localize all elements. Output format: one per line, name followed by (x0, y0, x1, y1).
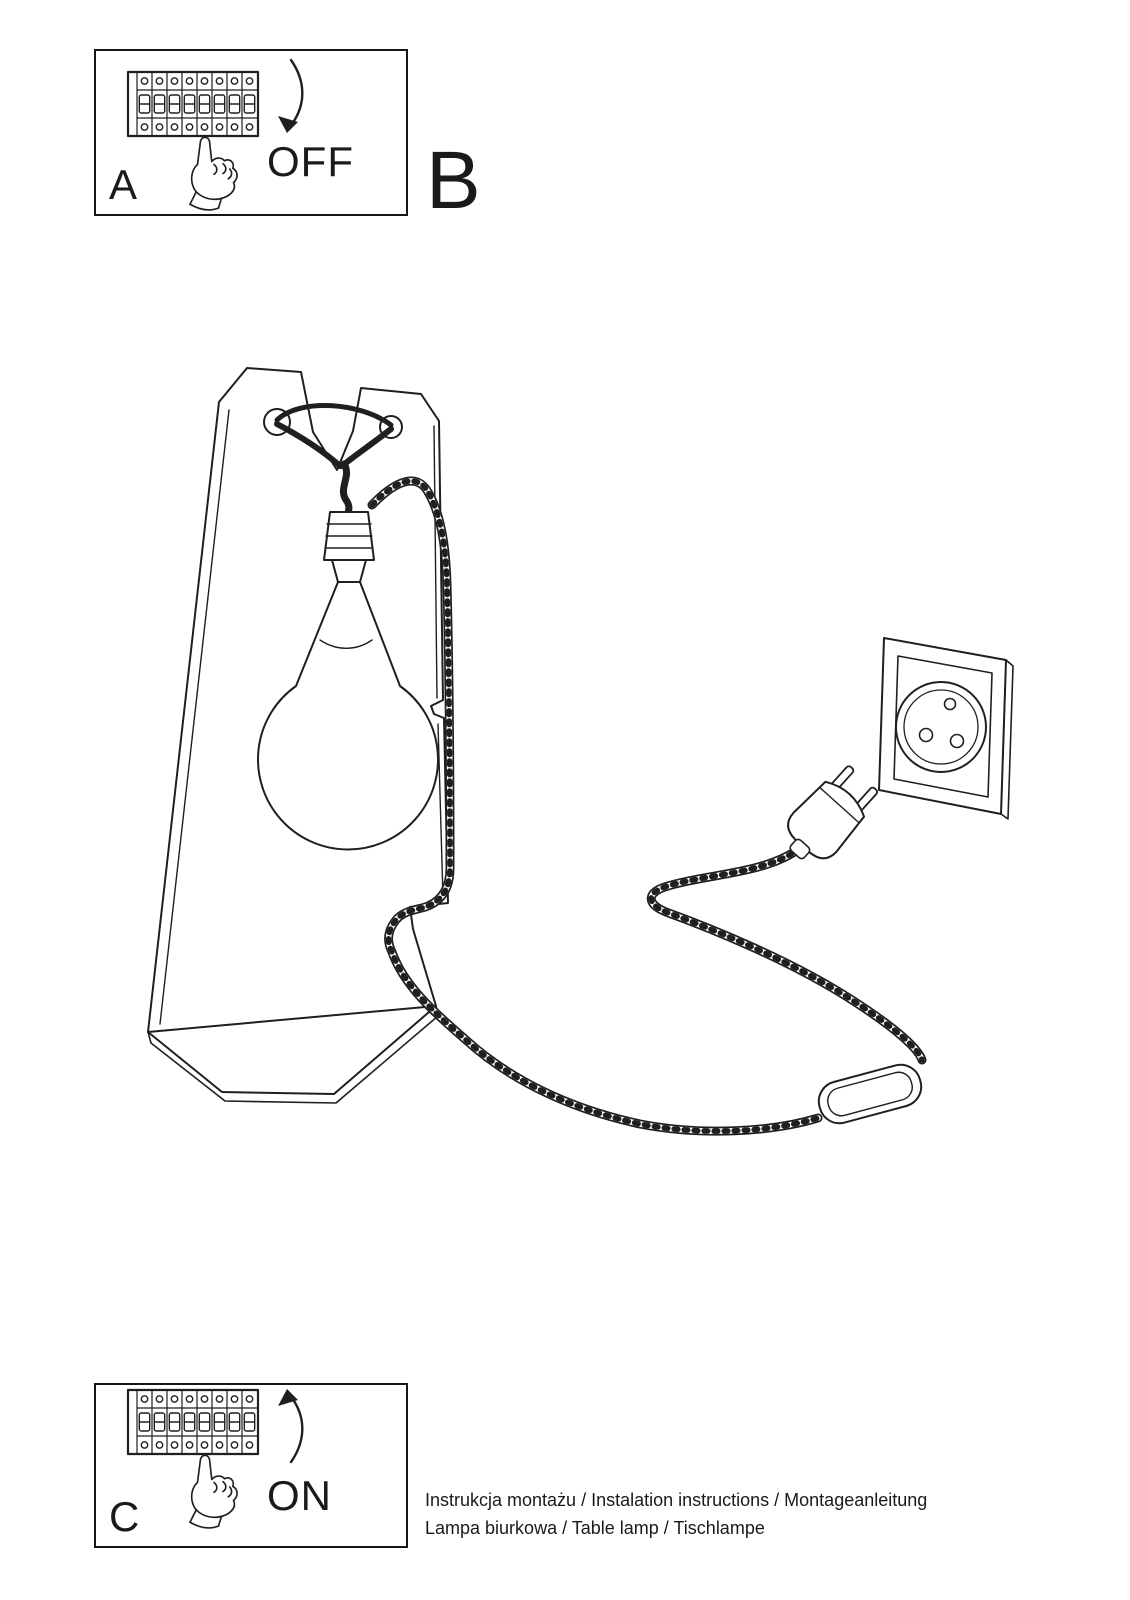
curved-arrow-up-icon (278, 1389, 304, 1464)
panel-b-label: B (426, 135, 481, 226)
panel-c-box: C ON (94, 1383, 408, 1548)
table-lamp-illustration (147, 367, 1014, 1131)
wall-socket (878, 637, 1014, 820)
panel-c-action-on: ON (267, 1472, 332, 1519)
footer-line-2: Lampa biurkowa / Table lamp / Tischlampe (425, 1518, 765, 1538)
inline-cord-switch (817, 1063, 923, 1125)
textile-cable-plug-side (651, 848, 922, 1060)
footer-line-1: Instrukcja montażu / Instalation instruc… (425, 1490, 928, 1510)
footer-caption: Instrukcja montażu / Instalation instruc… (425, 1486, 927, 1542)
panel-a-action-off: OFF (267, 138, 354, 185)
panel-c-label: C (109, 1493, 140, 1540)
power-plug (787, 765, 878, 860)
panel-a-label: A (109, 161, 138, 208)
light-bulb (257, 581, 439, 851)
curved-arrow-down-icon (278, 58, 304, 133)
panel-a-box: A OFF (94, 49, 408, 216)
